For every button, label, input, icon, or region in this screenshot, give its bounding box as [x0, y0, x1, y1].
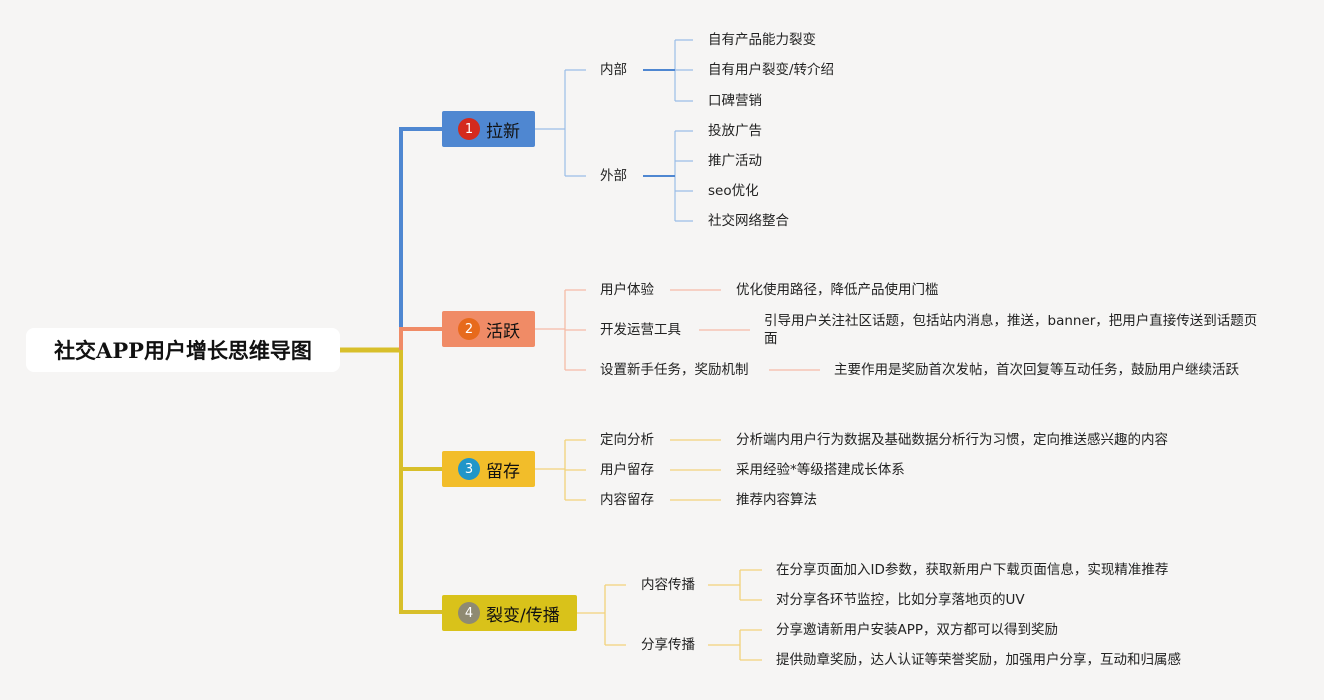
number-badge-icon: 2 [458, 318, 480, 340]
leaf-label[interactable]: 社交网络整合 [708, 213, 789, 229]
group-label[interactable]: 外部 [600, 168, 627, 184]
branch-node-1[interactable]: 1 拉新 [442, 111, 535, 147]
root-node[interactable]: 社交APP用户增长思维导图 [26, 328, 340, 372]
leaf-label[interactable]: 自有产品能力裂变 [708, 32, 816, 48]
branch-node-2[interactable]: 2 活跃 [442, 311, 535, 347]
branch-title: 留存 [486, 461, 520, 482]
group-label[interactable]: 设置新手任务，奖励机制 [600, 362, 749, 378]
leaf-label[interactable]: seo优化 [708, 183, 759, 199]
leaf-label[interactable]: 推广活动 [708, 153, 762, 169]
leaf-label[interactable]: 分析端内用户行为数据及基础数据分析行为习惯，定向推送感兴趣的内容 [736, 432, 1168, 448]
root-title: 社交APP用户增长思维导图 [54, 338, 312, 363]
leaf-label[interactable]: 主要作用是奖励首次发帖，首次回复等互动任务，鼓励用户继续活跃 [834, 362, 1239, 378]
leaf-label[interactable]: 分享邀请新用户安装APP，双方都可以得到奖励 [776, 622, 1059, 638]
leaf-label[interactable]: 引导用户关注社区话题，包括站内消息，推送，banner，把用户直接传送到话题页面 [764, 313, 1258, 347]
group-label[interactable]: 用户体验 [600, 282, 654, 298]
branch-title: 裂变/传播 [486, 605, 560, 626]
leaf-label[interactable]: 自有用户裂变/转介绍 [708, 62, 835, 78]
branch-title: 活跃 [486, 321, 520, 342]
branch-node-3[interactable]: 3 留存 [442, 451, 535, 487]
number-badge-icon: 3 [458, 458, 480, 480]
leaf-label[interactable]: 对分享各环节监控，比如分享落地页的UV [776, 592, 1025, 608]
branch-node-4[interactable]: 4 裂变/传播 [442, 595, 577, 631]
leaf-label[interactable]: 推荐内容算法 [736, 492, 817, 508]
group-label[interactable]: 用户留存 [600, 462, 654, 478]
group-label[interactable]: 开发运营工具 [600, 322, 681, 338]
leaf-label[interactable]: 采用经验*等级搭建成长体系 [736, 462, 905, 478]
leaf-label[interactable]: 优化使用路径，降低产品使用门槛 [736, 282, 939, 298]
leaf-label[interactable]: 投放广告 [708, 123, 762, 139]
group-label[interactable]: 内部 [600, 62, 627, 78]
leaf-label[interactable]: 在分享页面加入ID参数，获取新用户下载页面信息，实现精准推荐 [776, 562, 1169, 578]
group-label[interactable]: 分享传播 [641, 637, 695, 653]
number-badge-icon: 1 [458, 118, 480, 140]
group-label[interactable]: 定向分析 [600, 432, 654, 448]
branch-title: 拉新 [486, 121, 520, 142]
number-badge-icon: 4 [458, 602, 480, 624]
group-label[interactable]: 内容留存 [600, 492, 654, 508]
group-label[interactable]: 内容传播 [641, 577, 695, 593]
leaf-label[interactable]: 口碑营销 [708, 93, 762, 109]
leaf-label[interactable]: 提供勋章奖励，达人认证等荣誉奖励，加强用户分享，互动和归属感 [776, 652, 1181, 668]
